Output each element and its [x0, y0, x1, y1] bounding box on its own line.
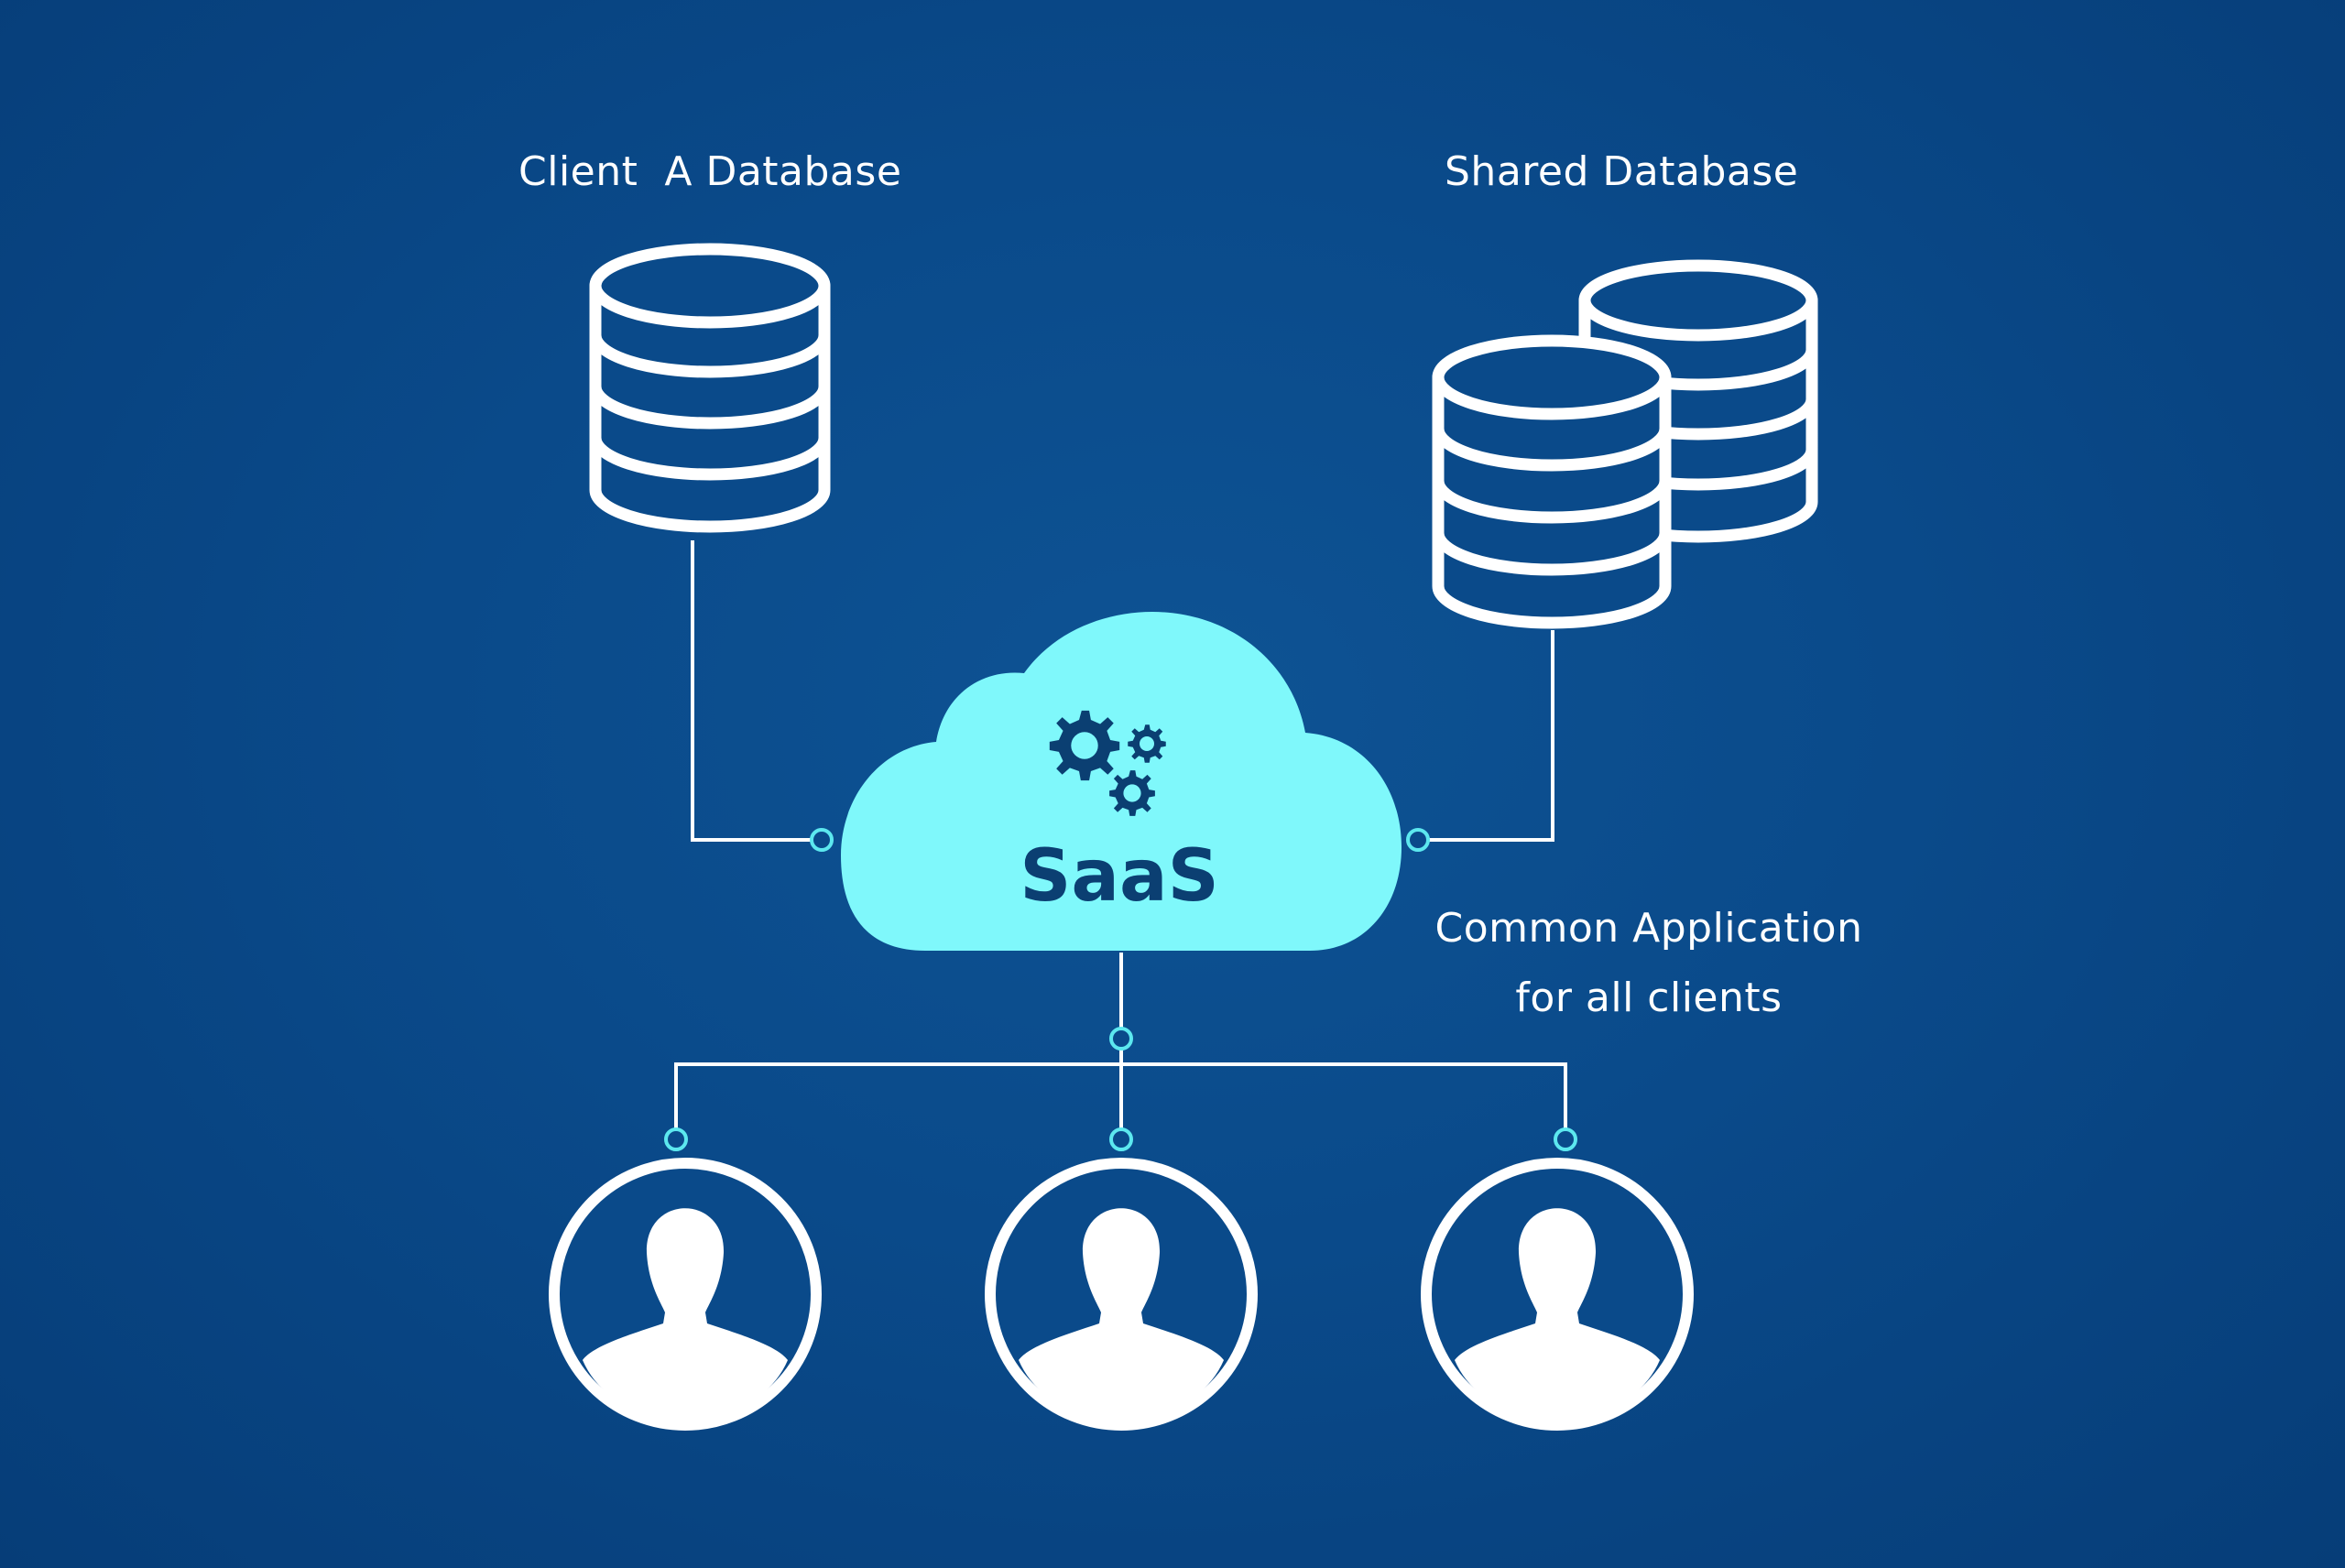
client-db-connector: [691, 540, 822, 842]
common-application-line-1: Common Application: [1434, 905, 1863, 952]
shared-database-front-icon: [1432, 334, 1672, 629]
user-3-node: [1554, 1127, 1577, 1151]
saas-title: SaaS: [1020, 835, 1219, 918]
shared-database-label: Shared Database: [1445, 148, 1799, 195]
client-db-node: [810, 828, 834, 852]
client-database-icon: [589, 243, 831, 533]
cloud-bottom-node: [1109, 1027, 1133, 1051]
shared-db-node: [1406, 828, 1430, 852]
user-icon: [549, 1158, 822, 1431]
common-application-line-2: for all clients: [1515, 975, 1783, 1021]
user-icon: [985, 1158, 1258, 1431]
shared-db-connector: [1418, 630, 1554, 842]
user-1-node: [664, 1127, 688, 1151]
user-2-node: [1109, 1127, 1133, 1151]
client-a-database-label: Client A Database: [518, 148, 902, 195]
common-application-label: Common Application for all clients: [1392, 894, 1905, 1033]
user-icon: [1421, 1158, 1694, 1431]
